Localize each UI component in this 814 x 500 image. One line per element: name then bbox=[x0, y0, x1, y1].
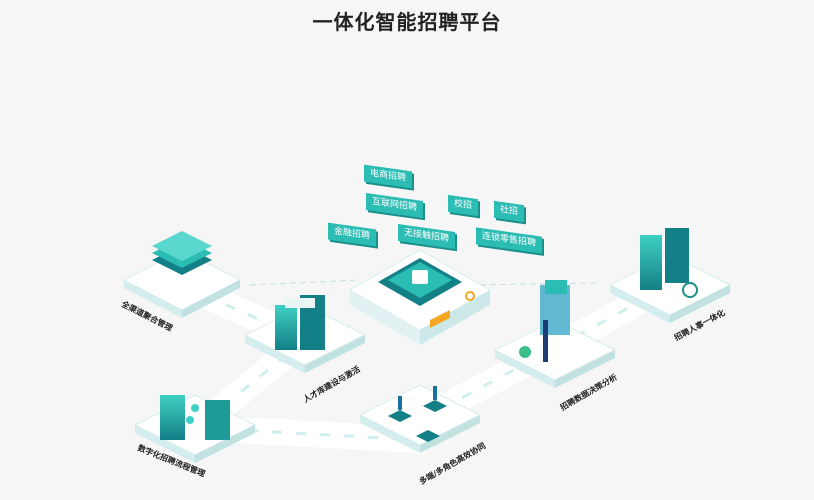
platform-hr-integration bbox=[608, 228, 732, 323]
module-platforms bbox=[122, 228, 732, 463]
platform-channel-aggregation bbox=[122, 231, 242, 318]
platform-data-analysis bbox=[493, 280, 617, 388]
platform-digital-process bbox=[133, 394, 257, 463]
platform-central-hub bbox=[348, 249, 492, 345]
platform-multi-collaboration bbox=[358, 384, 482, 453]
page-title: 一体化智能招聘平台 bbox=[312, 10, 502, 34]
platform-talent-pool bbox=[243, 295, 367, 373]
